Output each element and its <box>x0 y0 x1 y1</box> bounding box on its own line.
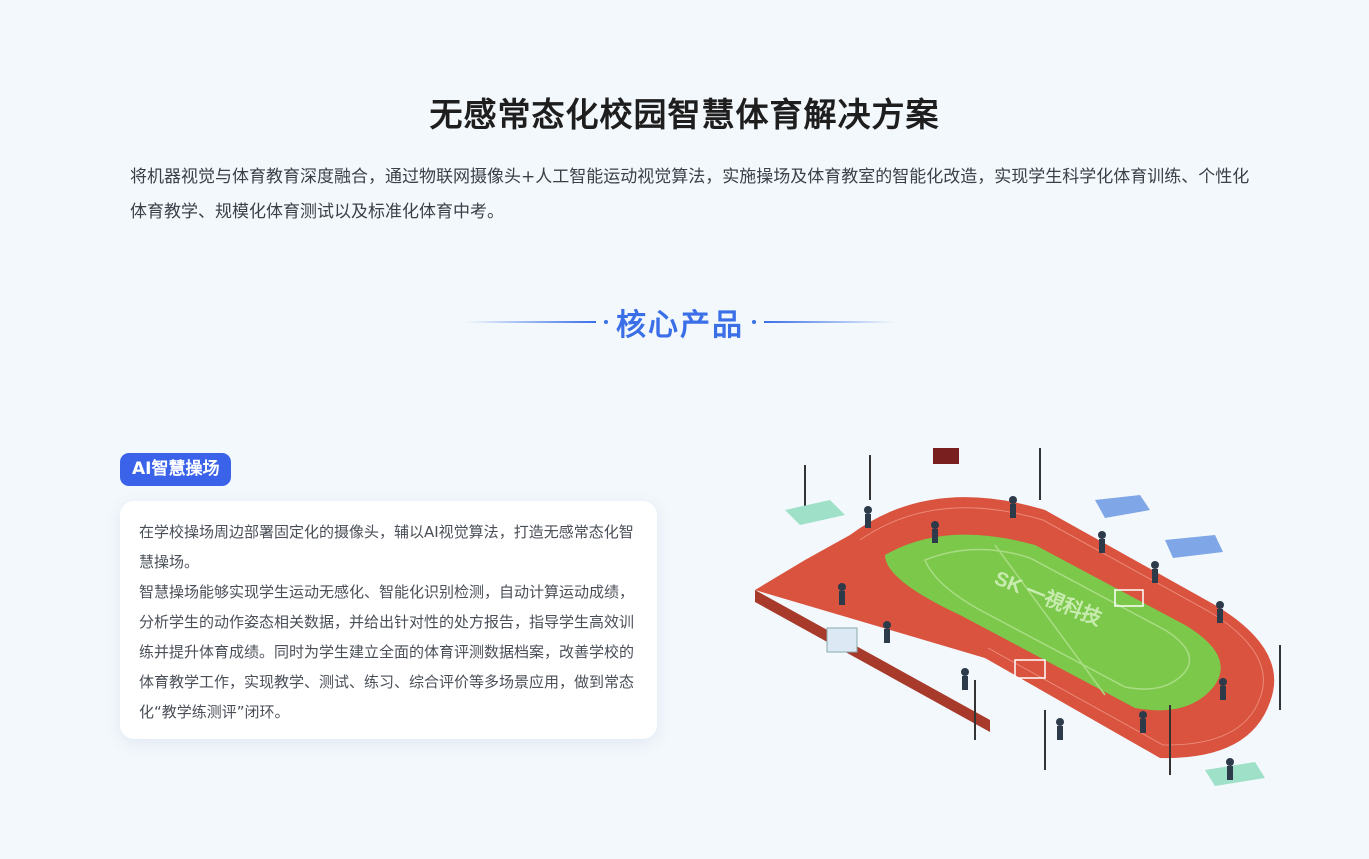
field-lines <box>924 548 1191 690</box>
athlete-icon <box>838 496 1234 780</box>
product-description-card: 在学校操场周边部署固定化的摄像头，辅以AI视觉算法，打造无感常态化智慧操场。 智… <box>120 501 657 739</box>
sit-and-reach-mat <box>1165 535 1223 558</box>
product-desc-paragraph-1: 在学校操场周边部署固定化的摄像头，辅以AI视觉算法，打造无感常态化智慧操场。 <box>139 523 634 571</box>
divider-line-right <box>764 321 894 323</box>
goal-icon <box>1114 589 1144 607</box>
section-header: 核心产品 <box>460 300 900 344</box>
intro-text: 将机器视觉与体育教育深度融合，通过物联网摄像头+人工智能运动视觉算法，实施操场及… <box>130 167 1250 222</box>
track-side <box>755 590 990 732</box>
divider-dot-left <box>604 320 608 324</box>
divider-dot-right <box>752 320 756 324</box>
football-field <box>885 534 1221 711</box>
pull-up-station <box>785 500 845 525</box>
sit-up-mat <box>1095 495 1150 518</box>
smart-playground-illustration: SK 一視科技 <box>755 448 1281 786</box>
field-center-line <box>994 544 1106 696</box>
scoreboard-icon <box>933 448 959 464</box>
product-badge: AI智慧操场 <box>120 453 232 486</box>
track-lane-line <box>859 507 1264 746</box>
product-desc-paragraph-2: 智慧操场能够实现学生运动无感化、智能化识别检测，自动计算运动成绩，分析学生的动作… <box>139 583 635 721</box>
page-title: 无感常态化校园智慧体育解决方案 <box>429 95 940 134</box>
jump-station <box>1205 762 1265 786</box>
kiosk-screen-icon <box>826 627 858 653</box>
divider-line-left <box>466 321 596 323</box>
section-title: 核心产品 <box>616 308 744 343</box>
goal-icon <box>1014 659 1046 679</box>
